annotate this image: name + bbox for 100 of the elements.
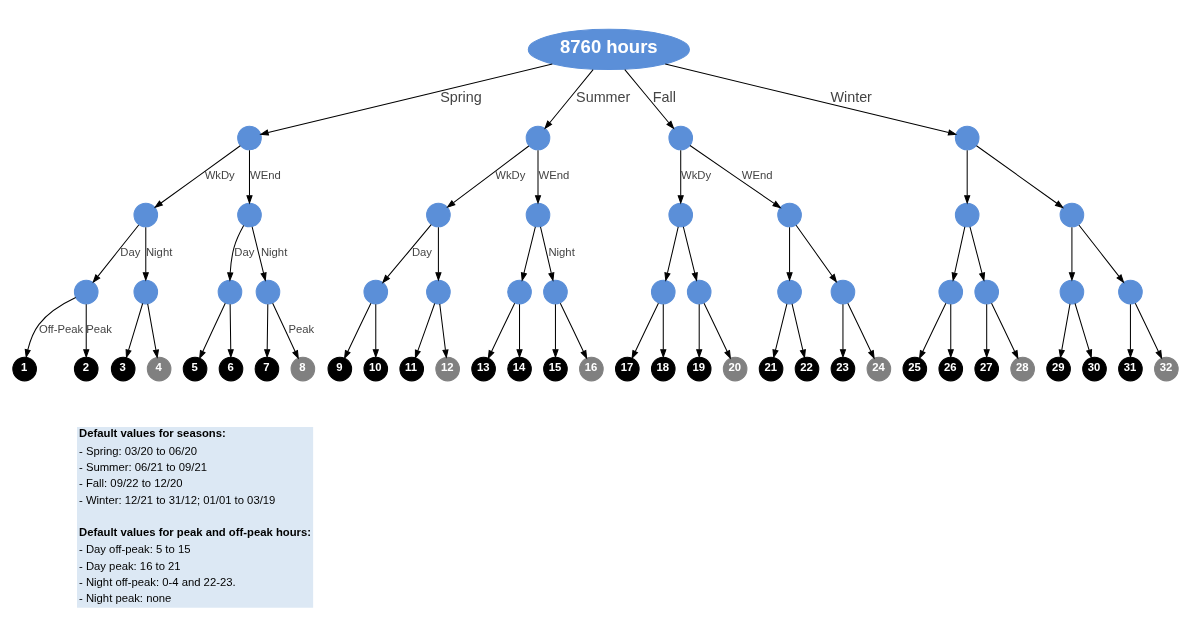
edge-label: Day bbox=[234, 245, 255, 258]
arrow bbox=[677, 149, 684, 204]
edge-label: WEnd bbox=[250, 168, 281, 181]
label: - Fall: 09/22 to 12/20 bbox=[79, 476, 183, 489]
arrow bbox=[534, 149, 542, 204]
node-circle: 25 bbox=[902, 356, 928, 381]
arrow bbox=[142, 226, 150, 281]
node-circle: 9 bbox=[327, 356, 353, 381]
node-circle bbox=[237, 202, 262, 227]
label: - Day peak: 16 to 21 bbox=[79, 559, 181, 572]
arrow bbox=[969, 225, 986, 282]
node-circle bbox=[668, 125, 694, 150]
node-circle bbox=[525, 202, 551, 227]
arrow bbox=[624, 68, 675, 130]
node-circle: 16 bbox=[579, 356, 604, 381]
node-circle bbox=[73, 279, 99, 304]
edge-label: Peak bbox=[288, 322, 315, 335]
arrow bbox=[631, 302, 659, 359]
node-circle: 27 bbox=[974, 356, 999, 381]
node-ellipse: 8760 hours bbox=[527, 28, 690, 70]
node-circle: 18 bbox=[650, 356, 676, 381]
label: Default values for seasons: bbox=[79, 426, 226, 439]
arrow bbox=[83, 303, 90, 358]
edge-label: WEnd bbox=[741, 168, 773, 181]
arrow bbox=[951, 225, 966, 282]
node-circle: 19 bbox=[686, 356, 712, 381]
node-circle bbox=[686, 279, 712, 304]
node-circle bbox=[255, 279, 281, 304]
arrow bbox=[125, 302, 144, 359]
node-circle: 22 bbox=[794, 356, 820, 381]
arrow bbox=[487, 302, 516, 359]
arrow bbox=[660, 303, 667, 358]
node-circle: 10 bbox=[363, 356, 389, 381]
label: - Summer: 06/21 to 09/21 bbox=[79, 460, 207, 473]
arrow bbox=[516, 303, 523, 358]
node-circle bbox=[938, 279, 964, 304]
edge-label: Winter bbox=[830, 88, 872, 105]
arrow bbox=[147, 302, 160, 359]
edge-label: Fall bbox=[652, 88, 676, 105]
arrow bbox=[695, 303, 703, 358]
node-circle: 12 bbox=[435, 356, 460, 381]
arrow bbox=[272, 302, 299, 359]
arrow bbox=[1058, 302, 1071, 359]
node-circle bbox=[954, 202, 980, 227]
node-circle: 4 bbox=[146, 356, 172, 381]
node-circle bbox=[1059, 202, 1085, 227]
node-circle: 31 bbox=[1118, 356, 1143, 381]
node-circle bbox=[237, 125, 262, 150]
arrow bbox=[92, 223, 140, 283]
node-circle: 8 bbox=[290, 356, 316, 381]
node-circle: 3 bbox=[110, 356, 136, 381]
node-circle: 17 bbox=[615, 356, 640, 381]
label: - Night off-peak: 0-4 and 22-23. bbox=[79, 575, 236, 588]
node-circle bbox=[777, 202, 802, 227]
node-circle bbox=[133, 202, 159, 227]
arrow bbox=[372, 303, 379, 358]
node-circle bbox=[650, 279, 676, 304]
arrow bbox=[795, 224, 838, 283]
arrow bbox=[664, 225, 679, 282]
arrow bbox=[446, 144, 530, 208]
arrow bbox=[552, 303, 559, 358]
label: - Day off-peak: 5 to 15 bbox=[79, 542, 191, 555]
arrow bbox=[439, 302, 449, 359]
node-circle bbox=[954, 125, 980, 150]
edge-label: Night bbox=[145, 245, 173, 258]
arrow bbox=[259, 63, 553, 136]
arrow bbox=[251, 225, 267, 282]
node-circle: 2 bbox=[73, 356, 99, 381]
arrow bbox=[227, 303, 234, 358]
arrow bbox=[1078, 223, 1125, 283]
arrow bbox=[435, 226, 442, 281]
arrow bbox=[1068, 226, 1076, 281]
node-circle: 32 bbox=[1154, 356, 1179, 381]
edge-label: Peak bbox=[86, 322, 112, 335]
node-circle bbox=[363, 279, 389, 304]
edge-label: Spring bbox=[440, 88, 482, 105]
node-circle: 21 bbox=[758, 356, 784, 381]
node-circle bbox=[830, 279, 856, 304]
edge-label: WkDy bbox=[204, 168, 235, 181]
arrow bbox=[791, 302, 806, 359]
label: - Winter: 12/21 to 31/12; 01/01 to 03/19 bbox=[79, 493, 276, 506]
edge-label: Off-Peak bbox=[38, 322, 84, 335]
node-circle bbox=[543, 279, 568, 304]
arrow bbox=[975, 144, 1065, 208]
node-circle: 26 bbox=[938, 356, 964, 381]
arrow bbox=[199, 302, 226, 359]
edge-label: Summer bbox=[576, 88, 631, 105]
arrow bbox=[983, 303, 990, 358]
arrow bbox=[839, 303, 847, 358]
edge-label: WkDy bbox=[495, 168, 526, 181]
label: - Spring: 03/20 to 06/20 bbox=[79, 444, 197, 457]
arrow bbox=[24, 296, 77, 359]
node-circle bbox=[525, 125, 551, 150]
arrow bbox=[414, 302, 436, 359]
arrow bbox=[703, 302, 732, 359]
edge-label: Day bbox=[120, 245, 141, 258]
arrow bbox=[664, 63, 958, 136]
arrow bbox=[963, 149, 971, 204]
node-circle: 6 bbox=[218, 356, 244, 381]
arrow bbox=[847, 302, 875, 359]
